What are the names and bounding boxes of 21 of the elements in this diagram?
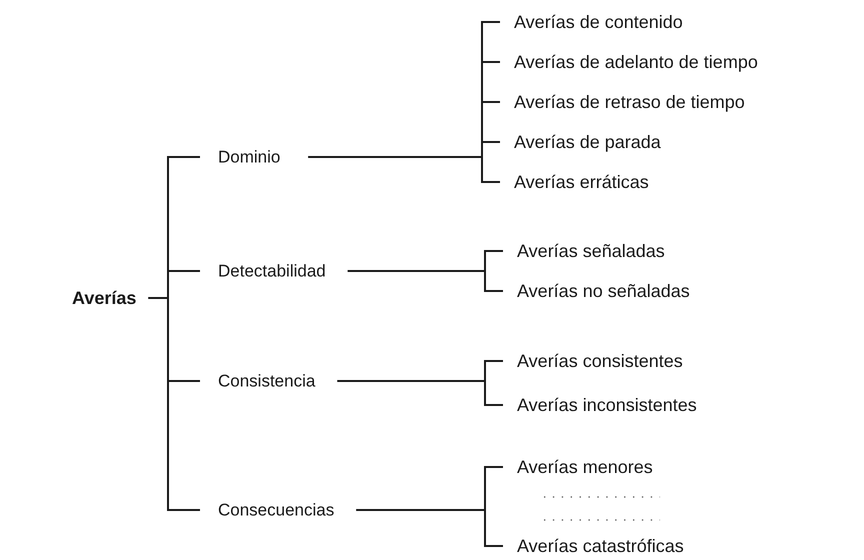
node-label: Averías erráticas bbox=[514, 172, 649, 192]
node-label: Detectabilidad bbox=[218, 261, 326, 280]
node-label: Averías catastróficas bbox=[517, 536, 684, 556]
connector-line bbox=[308, 156, 500, 183]
node-label: Averías de parada bbox=[514, 132, 661, 152]
node-label: Averías señaladas bbox=[517, 240, 665, 261]
node-label: Averías bbox=[72, 288, 136, 308]
node-label: Dominio bbox=[218, 147, 280, 166]
node-label: Consistencia bbox=[218, 371, 316, 390]
node-label: Averías consistentes bbox=[517, 350, 683, 371]
node-label: Averías de adelanto de tiempo bbox=[514, 52, 758, 72]
node-label: Averías de contenido bbox=[514, 12, 683, 32]
connector-line bbox=[348, 270, 503, 292]
node-label: Averías inconsistentes bbox=[517, 394, 697, 415]
connector-line bbox=[337, 380, 503, 406]
node-label: Averías no señaladas bbox=[517, 280, 690, 301]
node-label: Averías menores bbox=[517, 456, 653, 477]
node-label: Consecuencias bbox=[218, 500, 334, 520]
connector-line bbox=[356, 509, 503, 547]
node-label: Averías de retraso de tiempo bbox=[514, 92, 745, 112]
connector-line bbox=[148, 297, 200, 511]
